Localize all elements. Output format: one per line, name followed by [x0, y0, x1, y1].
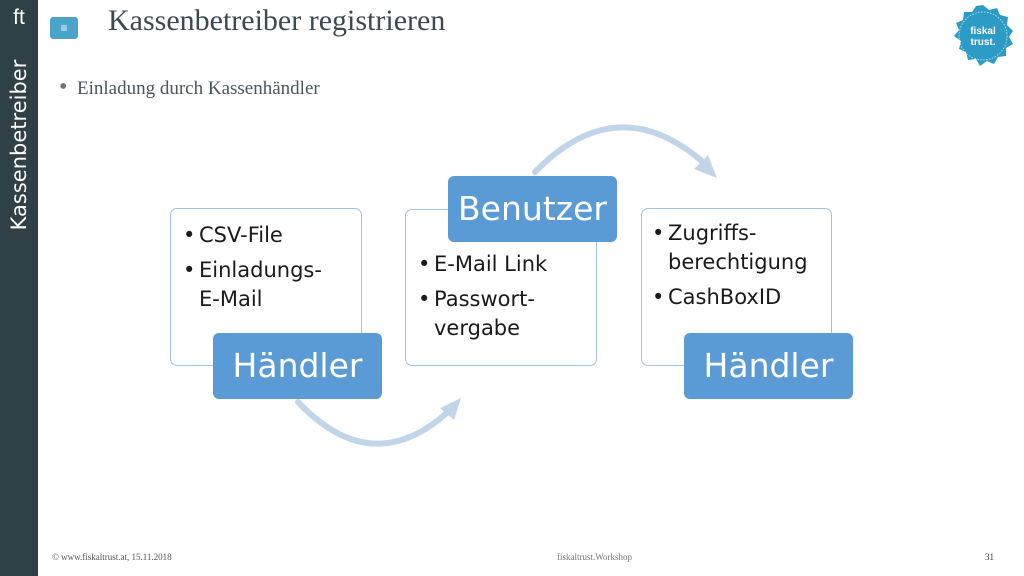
page-number: 31 — [985, 552, 994, 562]
step-3-items: Zugriffs- berechtigung CashBoxID — [652, 219, 825, 312]
step-1-item-2: Einladungs- E-Mail — [183, 256, 353, 314]
step-card-2: E-Mail Link Passwort- vergabe — [405, 209, 597, 366]
step-3-item-1-line-1: Zugriffs- — [668, 221, 757, 245]
step-1-item-2-line-1: Einladungs- — [199, 258, 322, 282]
step-3-item-1: Zugriffs- berechtigung — [652, 219, 825, 277]
step-1-item-1: CSV-File — [183, 221, 353, 250]
ft-logo: ft — [13, 6, 25, 29]
menu-button[interactable]: ≡ — [50, 17, 78, 39]
fiskaltrust-seal: fiskal trust. — [954, 5, 1013, 66]
step-1-item-2-line-2: E-Mail — [199, 287, 263, 311]
step-2-item-1: E-Mail Link — [418, 250, 588, 279]
bullet-marker: • — [59, 74, 68, 100]
step-label-3: Händler — [684, 333, 853, 399]
step-3-item-2: CashBoxID — [652, 283, 825, 312]
step-label-1: Händler — [213, 333, 382, 399]
flow-arrow-1 — [295, 399, 451, 447]
step-1-items: CSV-File Einladungs- E-Mail — [183, 221, 353, 314]
footer-copyright: © www.fiskaltrust.at, 15.11.2018 — [52, 552, 172, 562]
step-2-item-2-line-1: Passwort- — [434, 287, 535, 311]
flow-arrow-2 — [532, 124, 706, 175]
step-2-item-2: Passwort- vergabe — [418, 285, 588, 343]
step-2-items: E-Mail Link Passwort- vergabe — [418, 250, 588, 343]
step-2-item-2-line-2: vergabe — [434, 316, 521, 340]
flow-arrow-1-head — [440, 398, 461, 420]
step-label-2: Benutzer — [448, 176, 617, 242]
flow-arrow-2-head — [694, 155, 717, 178]
hamburger-menu-icon: ≡ — [60, 21, 68, 35]
seal-line-2: trust. — [971, 37, 996, 48]
footer-event: fiskaltrust.Workshop — [557, 552, 633, 562]
step-3-item-1-line-2: berechtigung — [668, 250, 808, 274]
bullet-text: Einladung durch Kassenhändler — [77, 78, 320, 99]
seal-line-1: fiskal — [970, 26, 996, 37]
sidebar: ft Kassenbetreiber — [0, 0, 38, 576]
page-title: Kassenbetreiber registrieren — [108, 4, 446, 37]
